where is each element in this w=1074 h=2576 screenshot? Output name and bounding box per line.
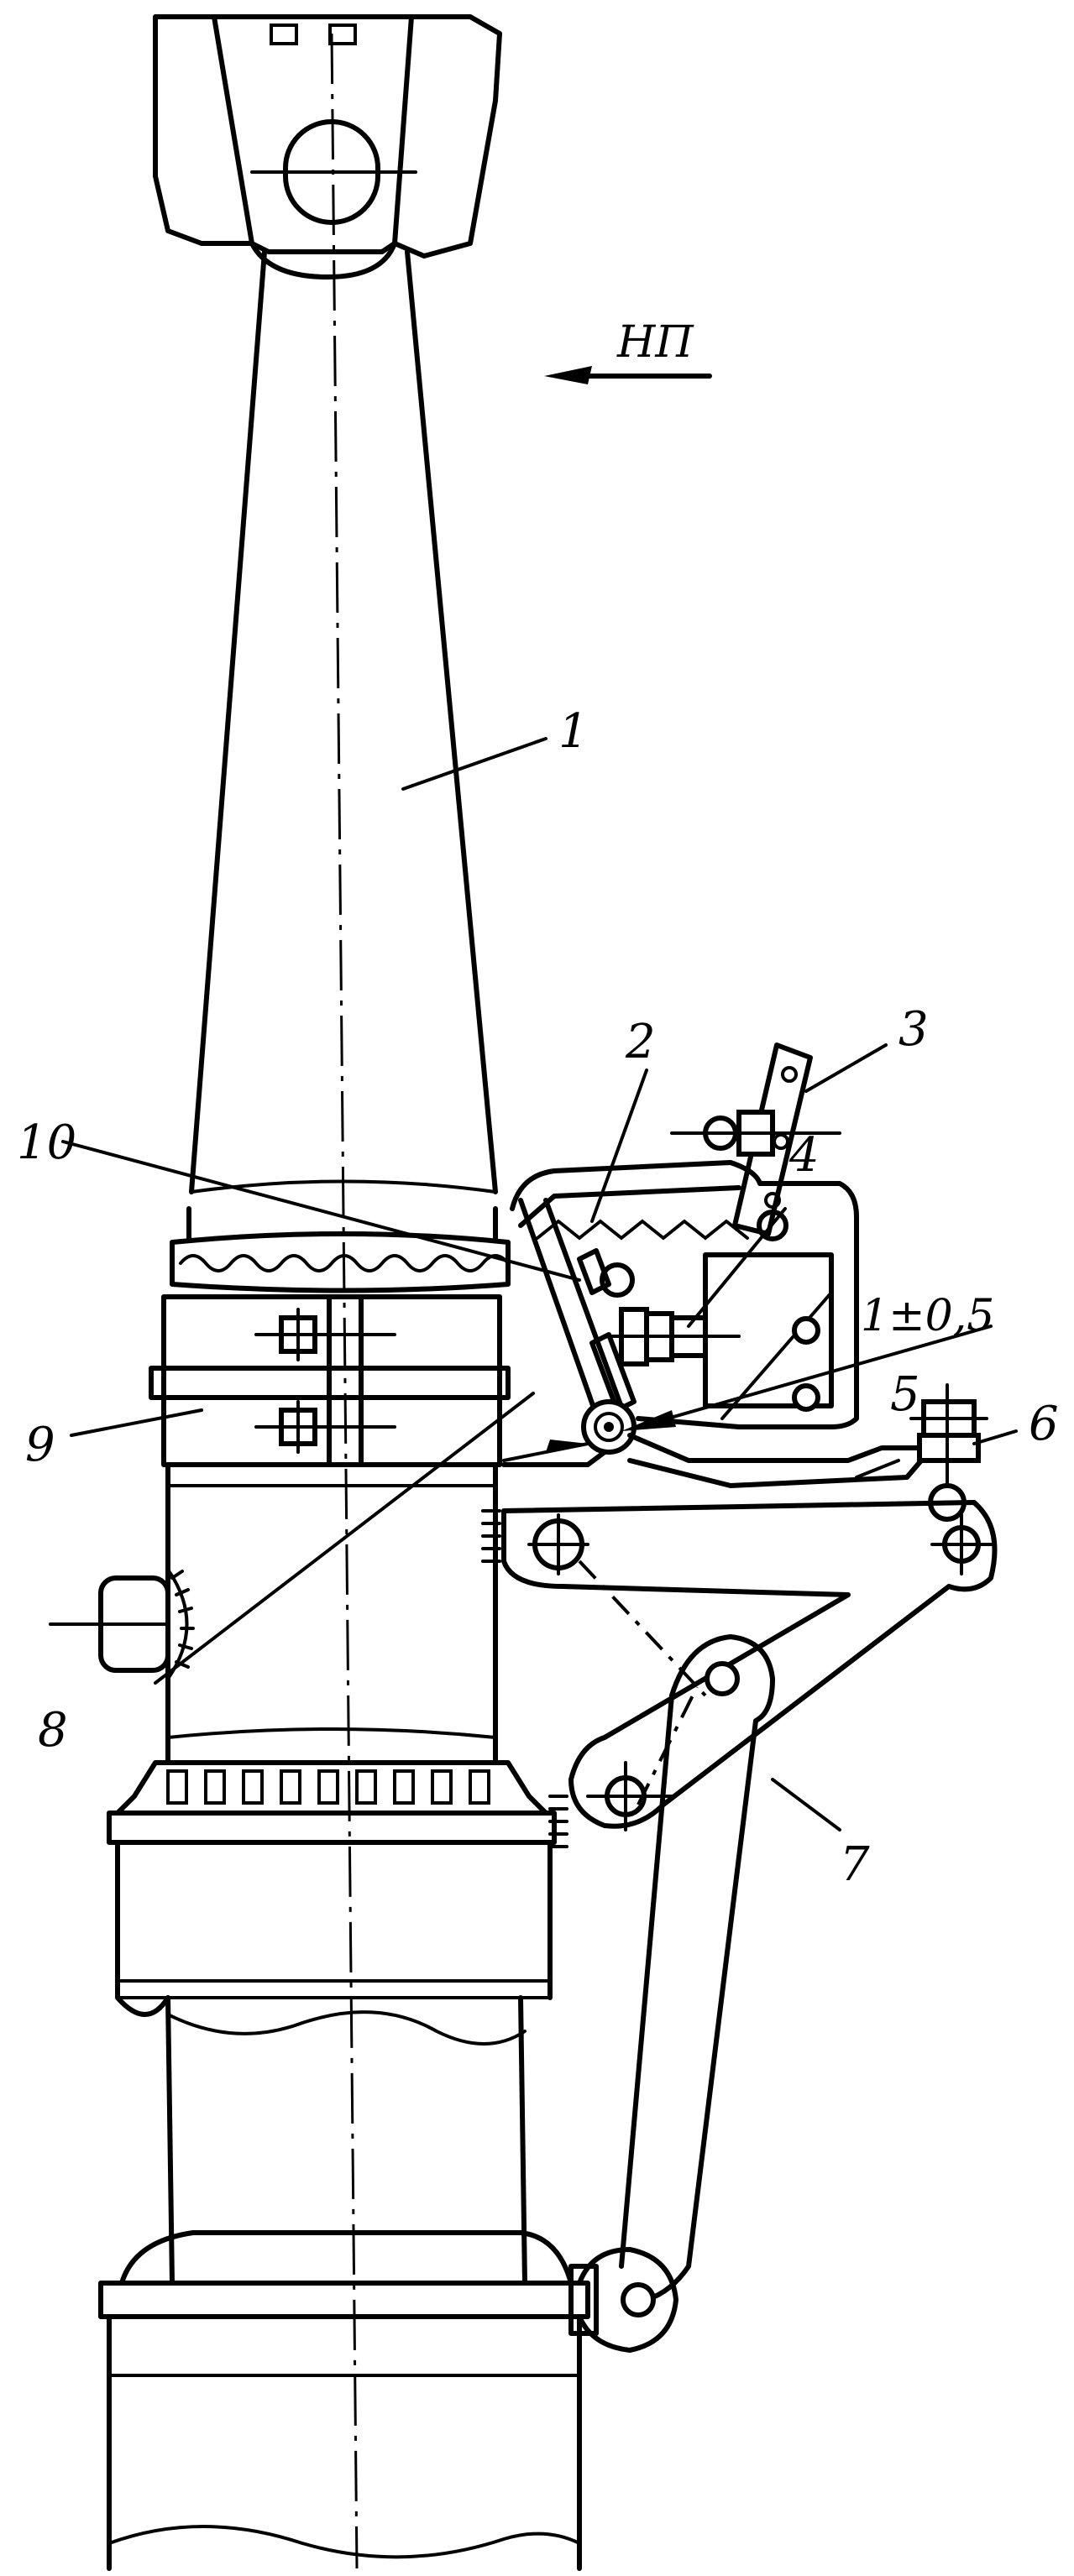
callout-3: 3	[898, 1002, 929, 1057]
leader-lines	[61, 737, 1018, 1831]
lower-housing	[115, 1840, 553, 2286]
torque-link	[568, 1560, 775, 2353]
callout-7: 7	[840, 1837, 870, 1892]
callout-6: 6	[1029, 1397, 1059, 1451]
callout-1: 1	[558, 704, 589, 759]
callout-8: 8	[38, 1703, 68, 1758]
callout-5: 5	[890, 1367, 920, 1422]
top-fitting	[153, 14, 502, 280]
switch-bracket	[501, 1042, 988, 1522]
direction-label: НП	[616, 317, 694, 368]
direction-arrow: НП	[544, 317, 712, 384]
callout-2: 2	[625, 1015, 656, 1069]
callout-10: 10	[17, 1116, 76, 1170]
callout-labels: 1 2 3 4 5 6 7 8 9 10 1±0,5	[17, 704, 1059, 1892]
toothed-ring	[107, 1760, 557, 1845]
weld-bead	[170, 1231, 511, 1293]
main-strut	[186, 249, 498, 1241]
clamp-collar	[149, 1294, 511, 1467]
middle-cylinder	[49, 1462, 498, 1765]
callout-4: 4	[788, 1128, 820, 1183]
bottom-housing	[98, 2230, 590, 2571]
callout-9: 9	[25, 1418, 55, 1472]
dimension-label: 1±0,5	[861, 1291, 994, 1341]
lever-linkage	[481, 1500, 998, 1848]
center-axis	[330, 33, 359, 2569]
